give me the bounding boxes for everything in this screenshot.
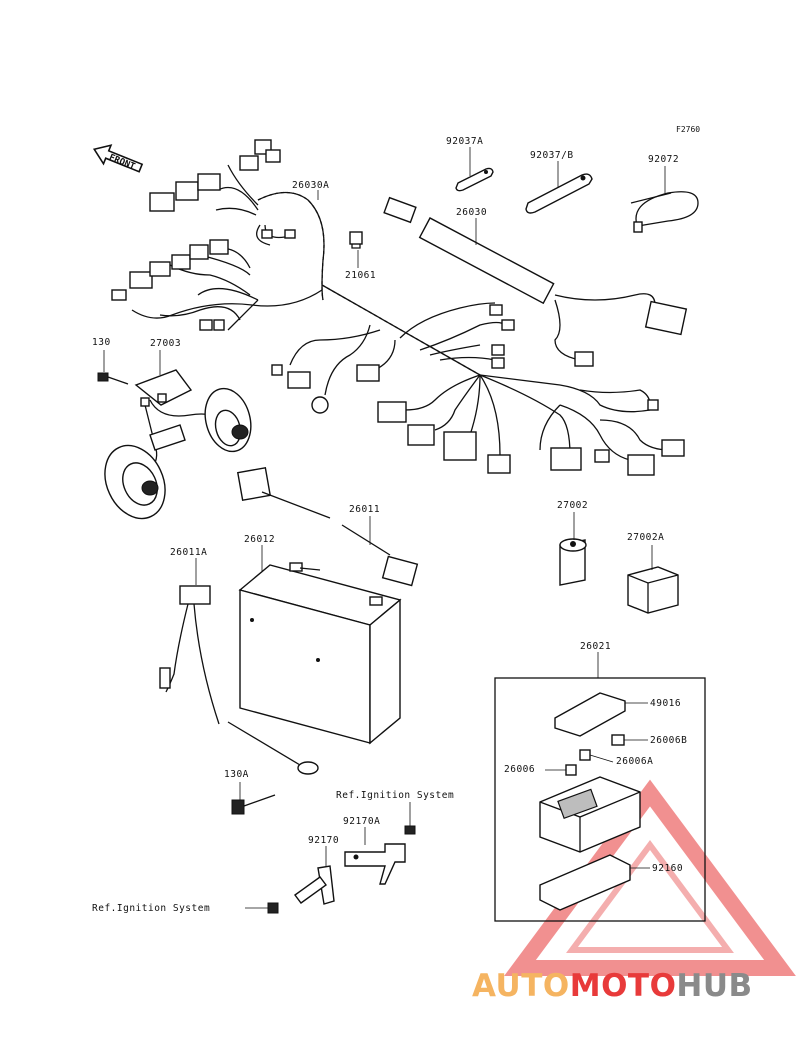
fuse-box-frame	[494, 677, 706, 922]
label-26011: 26011	[349, 504, 380, 515]
cable-26011	[236, 466, 419, 587]
label-92170: 92170	[308, 835, 339, 846]
label-26021: 26021	[580, 641, 611, 652]
strap-92072	[630, 191, 699, 233]
band-92037a	[455, 167, 494, 192]
nut-upper	[404, 825, 416, 835]
watermark-text: AUTOMOTOHUB	[472, 968, 753, 1004]
front-arrow-icon: FRONT	[92, 144, 144, 173]
label-92170a: 92170A	[343, 816, 380, 827]
label-26012: 26012	[244, 534, 275, 545]
harness-connectors-right	[271, 304, 685, 476]
label-26006a: 26006A	[616, 756, 653, 767]
svg-text:AUTOMOTOHUB: AUTOMOTOHUB	[472, 968, 753, 1004]
label-130: 130	[92, 337, 111, 348]
harness-branches-right	[289, 302, 671, 461]
harness-connectors-left	[111, 139, 296, 331]
bracket-92170	[294, 865, 335, 905]
watermark-part2: MOTO	[570, 968, 677, 1004]
label-ref-ignition-upper: Ref.Ignition System	[336, 790, 454, 801]
label-92037a: 92037A	[446, 136, 483, 147]
bolt-130	[97, 372, 129, 385]
fuse-block	[539, 776, 641, 853]
label-92160: 92160	[652, 863, 683, 874]
band-92037b	[525, 173, 593, 214]
label-27002: 27002	[557, 500, 588, 511]
clamp-21061	[349, 231, 363, 249]
horn-27003	[104, 369, 252, 520]
battery-26012	[238, 562, 402, 745]
label-26006: 26006	[504, 764, 535, 775]
label-49016: 49016	[650, 698, 681, 709]
label-92037b: 92037/B	[530, 150, 574, 161]
label-130a: 130A	[224, 769, 249, 780]
label-21061: 21061	[345, 270, 376, 281]
label-27002a: 27002A	[627, 532, 664, 543]
label-ref-ignition-lower: Ref.Ignition System	[92, 903, 210, 914]
label-92072: 92072	[648, 154, 679, 165]
relay-27002a	[627, 566, 679, 614]
cable-26011a	[159, 585, 319, 775]
sub-harness-26030	[383, 196, 688, 367]
label-27003: 27003	[150, 338, 181, 349]
label-26030: 26030	[456, 207, 487, 218]
fuses-26006	[565, 734, 625, 776]
label-26030a: 26030A	[292, 180, 329, 191]
bracket-92170a	[344, 843, 406, 885]
label-26011a: 26011A	[170, 547, 207, 558]
nut-lower	[267, 902, 279, 914]
bracket-92160	[539, 854, 631, 911]
watermark-part3: HUB	[676, 968, 752, 1004]
fuse-cover-49016	[554, 692, 626, 737]
label-26006b: 26006B	[650, 735, 687, 746]
bolt-130a	[231, 794, 276, 815]
relay-27002	[559, 538, 587, 586]
figure-code: F2760	[676, 125, 700, 134]
watermark-part1: AUTO	[472, 968, 570, 1004]
